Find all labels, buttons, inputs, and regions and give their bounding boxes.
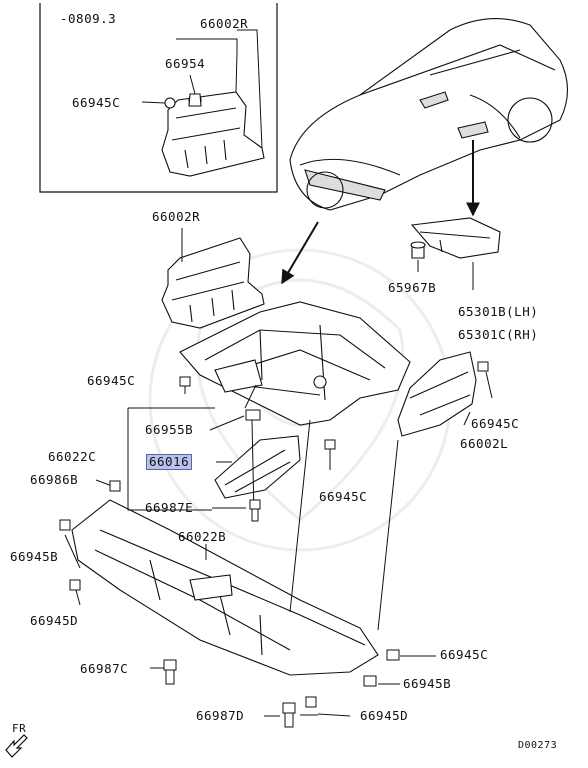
center-undercover (179, 301, 411, 426)
label-66945C-b[interactable]: 66945C (319, 489, 368, 504)
bolt-66987D (282, 702, 296, 728)
label-66016-highlighted[interactable]: 66016 (145, 454, 193, 470)
vehicle-outline (289, 18, 568, 211)
label-66945C-inset[interactable]: 66945C (72, 95, 121, 110)
inset-frame (39, 3, 278, 193)
bolt-66945D-right (305, 696, 317, 708)
label-66002R[interactable]: 66002R (152, 209, 201, 224)
side-cover (410, 217, 501, 259)
label-66945D-left[interactable]: 66945D (30, 613, 79, 628)
fender-cover-right (161, 237, 265, 329)
bolt-66987C (163, 659, 177, 685)
date-code: -0809.3 (60, 11, 117, 26)
bolt-66945B-right (363, 675, 377, 687)
label-66022C[interactable]: 66022C (48, 449, 97, 464)
bolt-66945C-c (477, 361, 489, 372)
label-66945C-a[interactable]: 66945C (87, 373, 136, 388)
front-direction-arrow-icon (5, 734, 28, 758)
bolt-66945C-right (386, 649, 400, 661)
label-65967B[interactable]: 65967B (388, 280, 437, 295)
label-66954[interactable]: 66954 (165, 56, 206, 71)
arrow-to-undercover (281, 221, 319, 285)
drawing-code: D00273 (518, 740, 558, 751)
label-66945B-left[interactable]: 66945B (10, 549, 59, 564)
label-66945B-right[interactable]: 66945B (403, 676, 452, 691)
bolt-66945C-b (324, 439, 336, 450)
bolt-66945B-left (59, 519, 71, 531)
label-66987D[interactable]: 66987D (196, 708, 245, 723)
label-66945C-right[interactable]: 66945C (440, 647, 489, 662)
label-66955B[interactable]: 66955B (145, 422, 194, 437)
bolt-66987E (249, 499, 261, 522)
label-65301B-LH[interactable]: 65301B(LH) (458, 304, 539, 319)
bolt-66945C-a (179, 376, 191, 394)
engine-undercover-66016 (214, 435, 301, 499)
fasteners (59, 361, 489, 728)
label-66986B[interactable]: 66986B (30, 472, 79, 487)
front-undercover-66022B (71, 499, 379, 676)
bolt-66986B (109, 480, 121, 492)
front-direction-label: FR (12, 722, 27, 735)
label-66945D-right[interactable]: 66945D (360, 708, 409, 723)
label-65301C-RH[interactable]: 65301C(RH) (458, 327, 539, 342)
label-66987E[interactable]: 66987E (145, 500, 194, 515)
bolt-66945D-left (69, 579, 81, 591)
clip-66955B (245, 409, 261, 421)
fender-cover-left (397, 351, 477, 437)
label-66002L[interactable]: 66002L (460, 436, 509, 451)
clip-65967B (410, 241, 426, 259)
leader-lines (64, 260, 493, 717)
label-66987C[interactable]: 66987C (80, 661, 129, 676)
label-66945C-c[interactable]: 66945C (471, 416, 520, 431)
inset-fender-cover (161, 91, 265, 177)
label-66022B[interactable]: 66022B (178, 529, 227, 544)
label-66002R-inset[interactable]: 66002R (200, 16, 249, 31)
